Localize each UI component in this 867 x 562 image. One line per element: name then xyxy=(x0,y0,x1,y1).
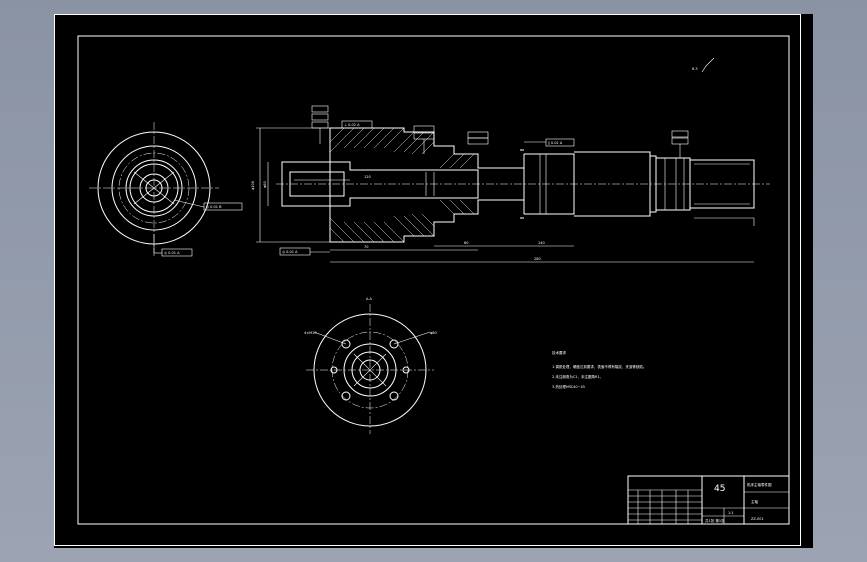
svg-text:φ80: φ80 xyxy=(430,331,437,335)
svg-text:3.热处理HRC40~45: 3.热处理HRC40~45 xyxy=(552,384,585,389)
svg-text:1:1: 1:1 xyxy=(728,511,734,515)
outer-frame xyxy=(54,14,801,546)
svg-text:6.3: 6.3 xyxy=(692,67,698,71)
svg-text:共1张 第1张: 共1张 第1张 xyxy=(705,518,725,523)
drawing-canvas: 6.3 ◎ 0.01 B ◎ 0.01 A xyxy=(54,14,801,546)
shaft-section-view: ⊥ 0.02 A ∥ 0.02 A φ100 φ60 70 60 xyxy=(251,105,770,263)
technical-notes: 技术要求 1.调质处理，硬度达到要求，表面不得有裂纹、夹渣等缺陷。 2.未注倒角… xyxy=(552,350,646,389)
svg-text:φ60: φ60 xyxy=(263,181,267,188)
end-view-left: ◎ 0.01 B ◎ 0.01 A xyxy=(89,122,243,257)
flange-view-bottom: A-A 4×M10 φ80 xyxy=(304,297,437,434)
cad-viewport[interactable]: 6.3 ◎ 0.01 B ◎ 0.01 A xyxy=(54,14,813,548)
svg-text:φ100: φ100 xyxy=(251,181,255,190)
svg-text:70: 70 xyxy=(364,245,368,249)
title-block: 45 机床主轴零件图 主轴 ZZ-001 1:1 共1张 第1张 xyxy=(627,475,790,525)
svg-text:120: 120 xyxy=(364,175,371,179)
svg-text:ZZ-001: ZZ-001 xyxy=(751,517,764,521)
svg-text:◎ 0.01 B: ◎ 0.01 B xyxy=(206,205,222,209)
svg-text:◎ 0.01 A: ◎ 0.01 A xyxy=(282,250,298,254)
svg-text:⊥ 0.02 A: ⊥ 0.02 A xyxy=(344,123,360,127)
svg-text:4×M10: 4×M10 xyxy=(304,331,317,335)
inner-frame xyxy=(77,35,790,525)
roughness-symbol: 6.3 xyxy=(692,57,715,73)
svg-text:280: 280 xyxy=(534,257,541,261)
svg-text:技术要求: 技术要求 xyxy=(552,350,566,355)
svg-text:∥ 0.02 A: ∥ 0.02 A xyxy=(548,141,563,145)
svg-text:45: 45 xyxy=(714,484,725,494)
svg-text:A-A: A-A xyxy=(366,297,373,301)
svg-text:2.未注倒角为C1，未注圆角R1。: 2.未注倒角为C1，未注圆角R1。 xyxy=(552,374,603,379)
svg-text:机床主轴零件图: 机床主轴零件图 xyxy=(747,482,772,487)
svg-text:主轴: 主轴 xyxy=(751,499,759,504)
svg-text:◎ 0.01 A: ◎ 0.01 A xyxy=(164,251,180,255)
svg-text:1.调质处理，硬度达到要求，表面不得有裂纹、夹渣等缺陷。: 1.调质处理，硬度达到要求，表面不得有裂纹、夹渣等缺陷。 xyxy=(552,364,646,369)
svg-text:60: 60 xyxy=(464,241,468,245)
svg-text:140: 140 xyxy=(538,241,545,245)
